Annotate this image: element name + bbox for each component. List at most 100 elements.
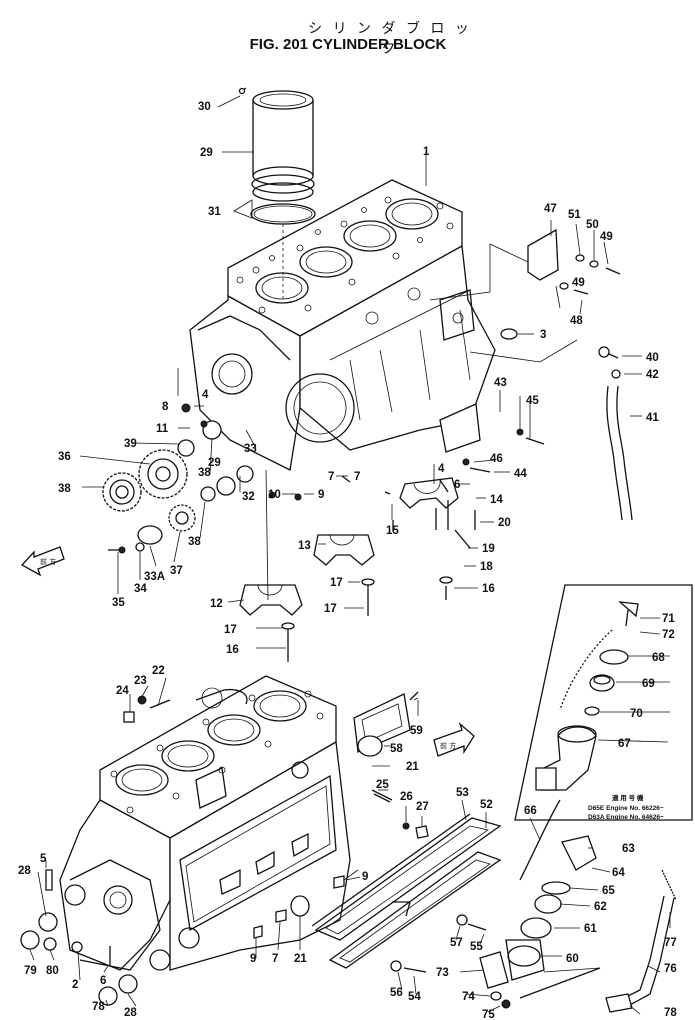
part-label: 70 (630, 708, 643, 720)
direction-arrow-left: 前 方 (20, 546, 65, 577)
part-label: 21 (406, 761, 419, 773)
part-label: 24 (116, 685, 129, 697)
part-label: 61 (584, 923, 597, 935)
part-label: 55 (470, 941, 483, 953)
part-label: 14 (490, 494, 503, 506)
part-label: 38 (58, 483, 71, 495)
part-label: 23 (134, 675, 147, 687)
part-label: 6 (100, 975, 106, 987)
repeated-part-labels: 7 17 16 17 38 38 29 49 9 9 7 21 6 78 28 … (92, 277, 585, 1019)
part-label: 49 (572, 277, 585, 289)
part-label: 17 (324, 603, 337, 615)
part-label: 25 (376, 779, 389, 791)
direction-arrow-left-label: 前 方 (40, 557, 56, 566)
part-label: 44 (514, 468, 527, 480)
part-label: 30 (198, 101, 211, 113)
part-label: 47 (544, 203, 557, 215)
part-label: 21 (294, 953, 307, 965)
part-label: 43 (494, 377, 507, 389)
part-label: 49 (600, 231, 613, 243)
part-label: 32 (242, 491, 255, 503)
part-label: 5 (40, 853, 47, 865)
part-label: 9 (250, 953, 256, 965)
part-label: 80 (46, 965, 59, 977)
part-label: 40 (646, 352, 659, 364)
part-label: 9 (318, 489, 324, 501)
part-label: 66 (524, 805, 537, 817)
part-label: 15 (386, 525, 399, 537)
cylinder-liner (238, 87, 316, 300)
direction-arrow-right-label: 前 方 (440, 741, 456, 750)
inset-box (514, 584, 693, 821)
part-label: 7 (354, 471, 360, 483)
part-label: 19 (482, 543, 495, 555)
part-label: 75 (482, 1009, 495, 1020)
part-label: 36 (58, 451, 71, 463)
part-label: 77 (664, 937, 677, 949)
part-label: 4 (202, 389, 209, 401)
part-label: 29 (208, 457, 221, 469)
part-label: 72 (662, 629, 675, 641)
part-label: 18 (480, 561, 493, 573)
part-label: 59 (410, 725, 423, 737)
part-label: 51 (568, 209, 581, 221)
part-label: 50 (586, 219, 599, 231)
part-number-labels: 1 2 3 4 5 6 7 8 9 10 11 12 13 14 15 16 1… (18, 101, 677, 1020)
part-label: 78 (664, 1007, 677, 1019)
part-label: 74 (462, 991, 475, 1003)
main-bearing-caps (239, 475, 476, 662)
part-label: 29 (200, 147, 213, 159)
part-label: 56 (390, 987, 403, 999)
part-label: 63 (622, 843, 635, 855)
leader-lines (29, 95, 671, 1015)
part-label: 69 (642, 678, 655, 690)
lower-cylinder-block (59, 675, 351, 971)
part-label: 33A (144, 571, 165, 583)
part-label: 67 (618, 738, 631, 750)
part-label: 41 (646, 412, 659, 424)
part-label: 52 (480, 799, 493, 811)
part-label: 12 (210, 598, 223, 610)
part-label: 79 (24, 965, 37, 977)
part-label: 9 (362, 871, 368, 883)
part-label: 48 (570, 315, 583, 327)
part-label: 3 (540, 329, 546, 341)
part-label: 42 (646, 369, 659, 381)
part-label: 46 (490, 453, 503, 465)
part-label: 1 (423, 146, 430, 158)
part-label: 34 (134, 583, 147, 595)
part-label: 27 (416, 801, 429, 813)
part-label: 39 (124, 438, 137, 450)
figure-title-japanese: シ リ ン ダ ブ ロ ッ ク (308, 21, 472, 57)
lower-block-small-parts (20, 695, 429, 1006)
part-label: 11 (156, 423, 169, 435)
part-label: 35 (112, 597, 125, 609)
part-label: 38 (188, 536, 201, 548)
note-line-2: D63A Engine No. 64626~ (588, 814, 664, 821)
part-label: 7 (272, 953, 278, 965)
part-label: 26 (400, 791, 413, 803)
timing-gears (102, 403, 254, 554)
part-label: 68 (652, 652, 665, 664)
upper-cylinder-block (189, 179, 496, 471)
part-label: 58 (390, 743, 403, 755)
note-header: 適 用 号 機 (612, 793, 644, 802)
part-label: 17 (224, 624, 237, 636)
part-label: 4 (438, 463, 445, 475)
part-label: 28 (124, 1007, 137, 1019)
part-label: 20 (498, 517, 511, 529)
part-label: 31 (208, 206, 221, 218)
part-label: 16 (226, 644, 239, 656)
part-label: 53 (456, 787, 469, 799)
part-label: 6 (454, 479, 460, 491)
part-label: 2 (72, 979, 78, 991)
direction-arrow-right: 前 方 (433, 721, 475, 757)
part-label: 13 (298, 540, 311, 552)
part-label: 62 (594, 901, 607, 913)
side-cover-gaskets (311, 691, 502, 969)
breather-assembly (429, 228, 633, 521)
part-label: 78 (92, 1001, 105, 1013)
part-label: 45 (526, 395, 539, 407)
